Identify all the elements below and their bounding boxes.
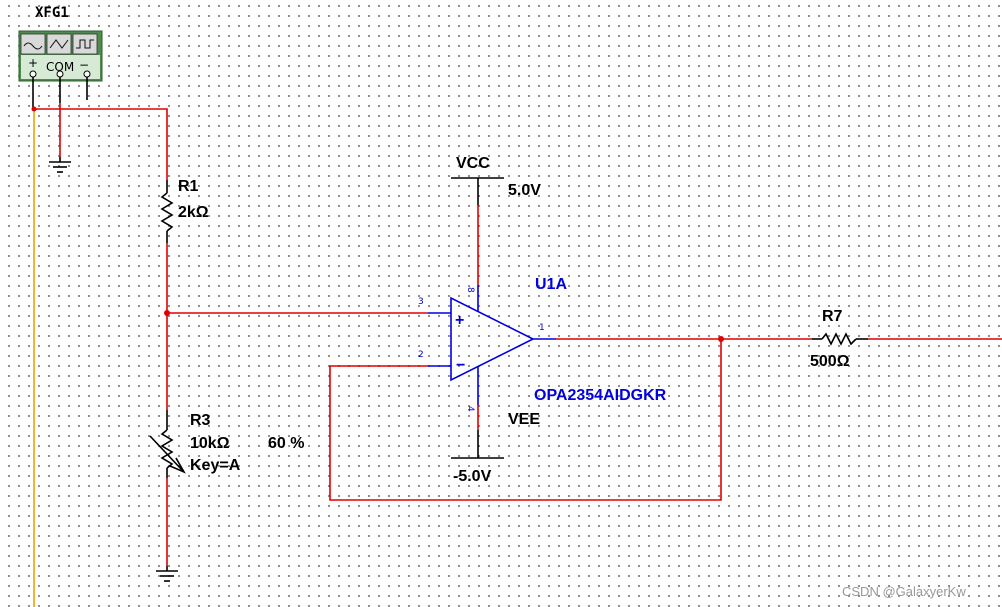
sine-wave-icon: [23, 42, 43, 50]
input-wire[interactable]: [33, 108, 168, 180]
xfg1-label: XFG1: [35, 5, 69, 21]
minus-input-symbol: −: [456, 357, 465, 374]
vee-value: -5.0V: [453, 468, 492, 485]
opamp-u1a[interactable]: + − 3 2 1 8 4 U1A OPA2354AIDGKR: [418, 276, 667, 412]
potentiometer-r3-icon: [160, 429, 174, 469]
terminal-com[interactable]: [56, 70, 64, 78]
r3-percent-label: 60 %: [268, 435, 304, 452]
triangle-wave-icon: [49, 39, 69, 49]
pin-1-number: 1: [539, 323, 545, 333]
resistor-r1-icon: [160, 192, 174, 232]
pin-4-number: 4: [465, 406, 475, 412]
vcc-value: 5.0V: [508, 182, 541, 199]
vcc-label: VCC: [456, 155, 490, 172]
plus-input-symbol: +: [455, 312, 464, 329]
pin-8-number: 8: [465, 287, 475, 293]
r1-ref-label: R1: [178, 178, 199, 195]
terminal-plus-label: +: [28, 56, 38, 70]
r7-ref-label: R7: [822, 308, 843, 325]
opamp-ref-label: U1A: [535, 276, 567, 293]
sine-wave-button[interactable]: [20, 33, 46, 55]
potentiometer-r3[interactable]: R3 10kΩ 60 % Key=A: [149, 410, 304, 478]
opamp-triangle: [450, 296, 535, 382]
function-generator-xfg1[interactable]: XFG1 + COM −: [18, 5, 103, 109]
watermark: CSDN @GalaxyerKw: [842, 584, 966, 599]
square-wave-icon: [76, 39, 94, 49]
terminal-plus[interactable]: [29, 70, 37, 78]
r3-key-label: Key=A: [190, 457, 241, 474]
opamp-part-label: OPA2354AIDGKR: [534, 387, 667, 404]
generator-ground: [49, 103, 71, 173]
terminal-minus[interactable]: [83, 70, 91, 78]
vcc-supply[interactable]: VCC 5.0V: [451, 155, 541, 205]
resistor-r1[interactable]: R1 2kΩ: [160, 178, 209, 243]
wiper-arrow-icon: [149, 435, 183, 471]
resistor-r7-icon: [821, 332, 857, 346]
r3-ref-label: R3: [190, 412, 211, 429]
vee-label: VEE: [508, 411, 540, 428]
feedback-wire[interactable]: [329, 339, 722, 501]
r3-ground: [156, 566, 178, 582]
terminal-com-label: COM: [46, 60, 74, 74]
terminal-minus-label: −: [79, 58, 89, 72]
r1-value-label: 2kΩ: [178, 204, 209, 221]
input-junction: [31, 106, 37, 112]
r3-value-label: 10kΩ: [190, 435, 230, 452]
resistor-r7[interactable]: R7 500Ω: [810, 308, 868, 370]
vee-supply[interactable]: VEE -5.0V: [451, 411, 540, 485]
r7-value-label: 500Ω: [810, 353, 850, 370]
pin-2-number: 2: [418, 350, 424, 360]
pin-3-number: 3: [418, 297, 424, 307]
